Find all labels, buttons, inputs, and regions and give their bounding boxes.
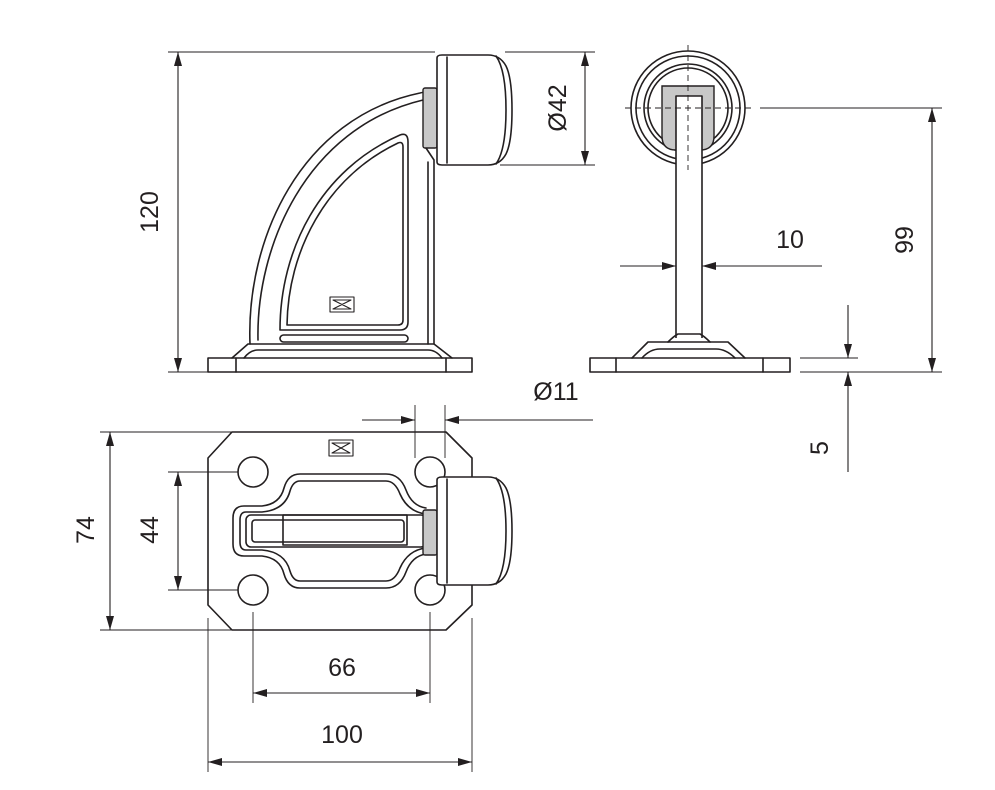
- side-body-panel-inner: [286, 141, 404, 326]
- top-hole-bottom-left: [237, 574, 269, 606]
- top-body-outline-inner: [239, 480, 427, 582]
- dim-o11-label: Ø11: [533, 378, 578, 406]
- top-hole-bottom-right: [414, 574, 446, 606]
- dim-o42-label: Ø42: [544, 84, 572, 131]
- top-base-plate: [207, 431, 473, 631]
- top-hole-top-right: [414, 456, 446, 488]
- top-hole-top-left: [237, 456, 269, 488]
- side-body-outline-inner: [257, 99, 424, 341]
- front-stem: [675, 95, 703, 338]
- top-arm-ridge: [282, 514, 408, 546]
- side-body-right-edge: [425, 147, 435, 345]
- side-base-boss-inner: [243, 349, 443, 359]
- front-base-plate: [589, 357, 791, 373]
- top-bumper-cap: [436, 476, 513, 586]
- side-body-panel: [279, 133, 409, 331]
- front-base-boss: [631, 341, 746, 359]
- dim-99-label: 99: [891, 226, 919, 254]
- dim-5-label: 5: [806, 441, 834, 455]
- side-base-boss: [231, 343, 453, 359]
- top-view: Ø11 74 44 66 100: [72, 378, 593, 772]
- dim-120-label: 120: [136, 191, 164, 233]
- top-arm-inner: [251, 519, 405, 543]
- front-stem-foot: [667, 333, 711, 343]
- front-view: 99 10 5: [589, 45, 942, 472]
- dim-10-label: 10: [776, 226, 804, 254]
- side-bumper-cap-dome: [495, 55, 507, 165]
- side-view: 120 Ø42: [136, 51, 595, 373]
- side-base-plate: [207, 357, 473, 373]
- top-bumper-rubber: [422, 509, 438, 556]
- side-bumper-rubber: [422, 87, 438, 149]
- side-body-slot: [279, 334, 409, 343]
- side-bumper-cap: [436, 54, 513, 166]
- dim-100-label: 100: [321, 721, 363, 749]
- dim-66-label: 66: [328, 654, 356, 682]
- dim-44-label: 44: [136, 516, 164, 544]
- top-logo-icon: [328, 439, 354, 457]
- top-bumper-cap-dome: [495, 477, 507, 585]
- side-logo-icon: [329, 296, 355, 313]
- top-body-outline: [232, 473, 427, 589]
- dim-74-label: 74: [72, 516, 100, 544]
- front-base-boss-inner: [641, 348, 736, 359]
